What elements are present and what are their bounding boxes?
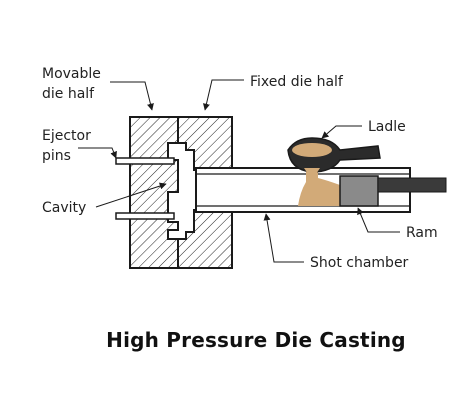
- label-movable-line2: die half: [42, 86, 95, 102]
- label-movable-line1: Movable: [42, 66, 101, 82]
- label-ram: Ram: [406, 225, 438, 241]
- caption: High Pressure Die Casting: [106, 328, 406, 352]
- ram: [339, 175, 447, 207]
- label-shot-chamber: Shot chamber: [310, 255, 409, 271]
- label-cavity: Cavity: [42, 200, 86, 216]
- label-ladle: Ladle: [368, 119, 406, 135]
- leader-lines: [78, 79, 400, 263]
- label-ejector-line1: Ejector: [42, 128, 91, 144]
- ladle: [287, 137, 381, 184]
- label-fixed-die-half: Fixed die half: [250, 74, 344, 90]
- ejector-pins: [115, 157, 175, 220]
- label-ejector-line2: pins: [42, 148, 71, 164]
